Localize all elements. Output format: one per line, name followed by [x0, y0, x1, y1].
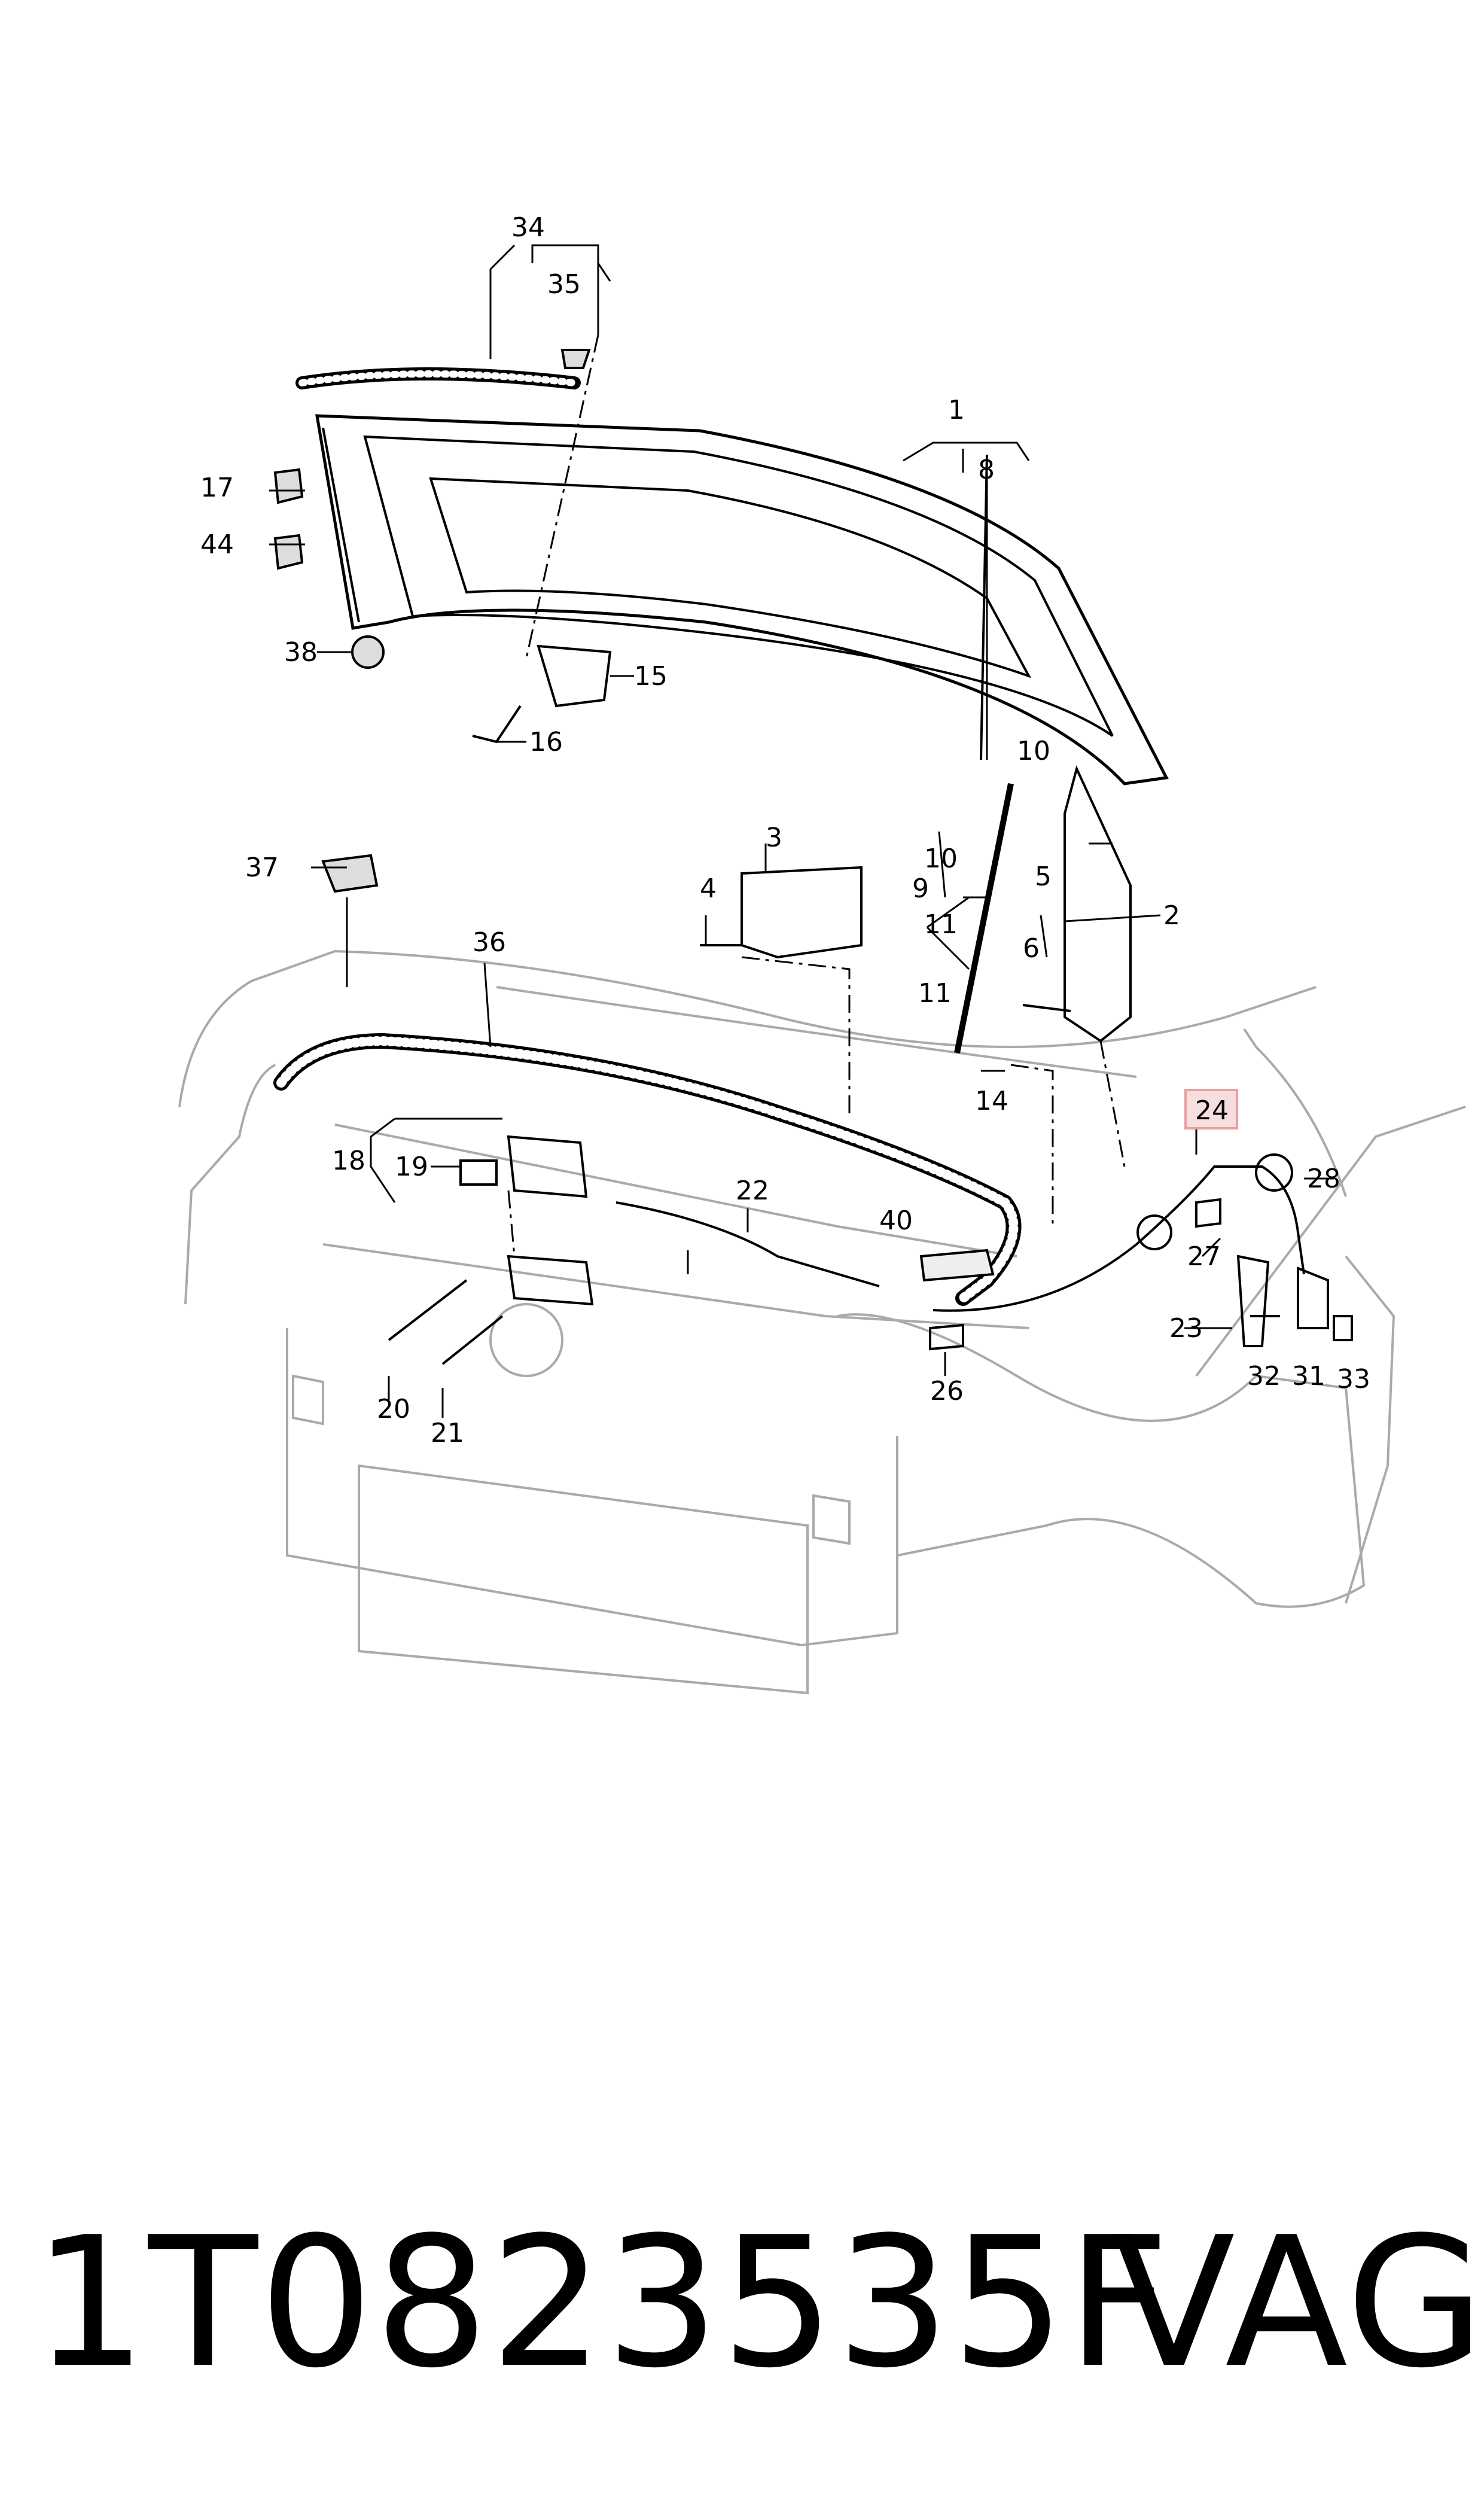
callout-9: 9	[912, 873, 929, 904]
callout-23: 23	[1169, 1313, 1203, 1344]
callout-19: 19	[395, 1152, 428, 1182]
callout-44: 44	[200, 529, 234, 560]
callout-16: 16	[529, 727, 563, 757]
latch-bracket	[507, 1255, 594, 1306]
callout-11b: 11	[918, 978, 952, 1009]
bolt-8	[980, 454, 988, 760]
clip-38	[351, 635, 385, 669]
callout-22: 22	[736, 1176, 769, 1206]
hinge-right	[1064, 765, 1132, 1043]
callout-35: 35	[547, 269, 581, 300]
callout-21: 21	[431, 1418, 464, 1448]
brand-name: VAG	[1113, 2199, 1484, 2407]
callout-24-highlight	[1184, 1089, 1238, 1129]
bolt-21	[441, 1315, 504, 1365]
lever-bracket	[1297, 1266, 1329, 1329]
release-cable-22	[615, 1201, 880, 1287]
release-lever	[1236, 1255, 1270, 1347]
callout-31: 31	[1292, 1361, 1325, 1392]
callout-37: 37	[245, 852, 279, 883]
bolt-16	[472, 705, 522, 744]
callout-10a: 10	[1017, 736, 1050, 766]
callout-26: 26	[930, 1376, 964, 1406]
callout-10b: 10	[924, 844, 958, 874]
bolt-6	[1022, 1004, 1071, 1012]
hinge-left	[741, 866, 863, 959]
callout-40: 40	[879, 1205, 913, 1236]
bolt-20	[388, 1279, 468, 1341]
clip-35	[560, 349, 591, 369]
dash-lines	[346, 334, 1126, 1257]
callout-14: 14	[975, 1086, 1008, 1116]
callout-2: 2	[1163, 900, 1180, 931]
switch-19	[459, 1159, 498, 1186]
bracket-37	[321, 854, 379, 893]
hood-lock-plate	[537, 644, 612, 708]
leader-lines	[269, 244, 1334, 1418]
callout-5: 5	[1035, 861, 1052, 892]
callout-24: 24	[1195, 1095, 1229, 1126]
callout-4: 4	[700, 873, 717, 904]
callout-33: 33	[1337, 1364, 1370, 1395]
callout-38: 38	[284, 637, 318, 668]
callout-labels: 1 2 3 4 5 6 8 9 10 10 11 11 14 15 16 17 …	[200, 212, 1370, 1448]
clip-27	[1195, 1198, 1221, 1228]
callout-17: 17	[200, 473, 234, 503]
bumper-44	[273, 534, 304, 570]
bumper-17	[273, 468, 304, 504]
connector-26	[929, 1323, 964, 1351]
callout-1: 1	[948, 395, 965, 425]
callout-6: 6	[1023, 933, 1040, 964]
callout-34: 34	[511, 212, 545, 243]
parts	[273, 349, 1353, 1365]
pad-40	[919, 1249, 995, 1282]
callout-11a: 11	[924, 909, 958, 940]
callout-32: 32	[1247, 1361, 1281, 1392]
body-seal-36	[273, 1033, 1022, 1306]
hood-panel	[315, 414, 1169, 785]
callout-18: 18	[332, 1146, 365, 1176]
callout-36: 36	[473, 927, 506, 958]
callout-8: 8	[978, 455, 995, 485]
callout-20: 20	[377, 1394, 410, 1424]
clip-33	[1333, 1315, 1353, 1341]
callout-28: 28	[1307, 1164, 1340, 1194]
gas-strut	[954, 783, 1014, 1054]
hood-seal-34	[295, 367, 581, 389]
engine-bay-outline	[178, 949, 1466, 1695]
hood-latch	[507, 1135, 588, 1198]
callout-15: 15	[634, 661, 668, 692]
callout-3: 3	[766, 823, 782, 853]
callout-27: 27	[1187, 1241, 1221, 1272]
part-number: 1T0823535F	[33, 2199, 1171, 2407]
